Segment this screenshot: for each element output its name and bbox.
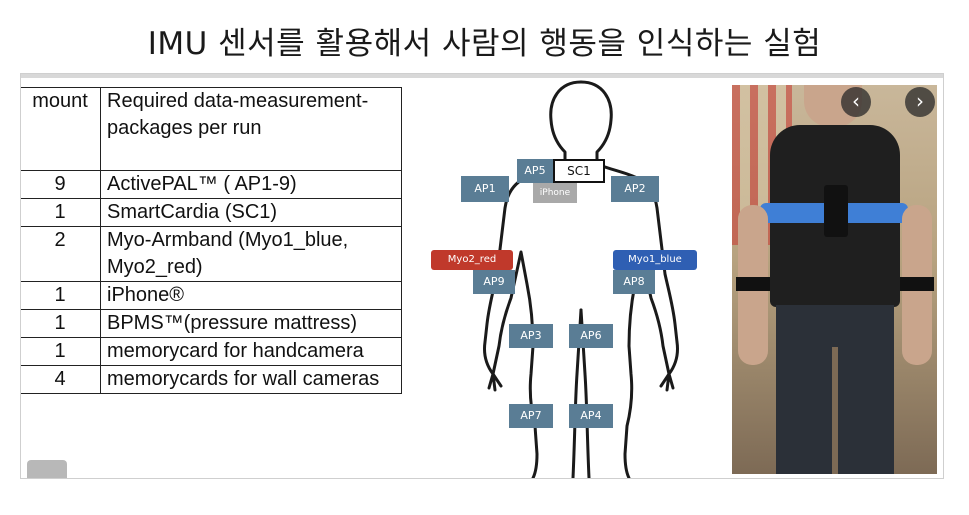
slide: mount Required data-measurement-packages… — [20, 73, 944, 479]
row-amount: 1 — [21, 198, 101, 227]
sensor-sc1-label: SC1 — [553, 159, 605, 183]
row-amount: 9 — [21, 170, 101, 199]
row-amount: 1 — [21, 281, 101, 310]
row-desc: memorycards for wall cameras — [100, 365, 402, 394]
sensor-ap9-label: AP9 — [473, 270, 515, 294]
table-row: 4 memorycards for wall cameras — [21, 365, 402, 394]
table-header-row: mount Required data-measurement-packages… — [21, 87, 402, 171]
header-amount: mount — [21, 87, 101, 171]
requirements-table: mount Required data-measurement-packages… — [21, 87, 402, 394]
slide-top-bar — [21, 74, 943, 78]
sensor-ap8-label: AP8 — [613, 270, 655, 294]
table-row: 1 iPhone® — [21, 281, 402, 310]
sensor-ap1-label: AP1 — [461, 176, 509, 202]
photo-left-armband — [736, 277, 770, 291]
row-amount: 1 — [21, 309, 101, 338]
photo-jeans-gap — [832, 347, 838, 474]
row-desc: BPMS™(pressure mattress) — [100, 309, 402, 338]
sensor-wearer-photo — [732, 85, 937, 474]
row-desc: iPhone® — [100, 281, 402, 310]
row-desc: SmartCardia (SC1) — [100, 198, 402, 227]
page-title: IMU 센서를 활용해서 사람의 행동을 인식하는 실험 — [147, 26, 822, 62]
header-desc: Required data-measurement-packages per r… — [100, 87, 402, 171]
sensor-ap7-label: AP7 — [509, 404, 553, 428]
row-desc: Myo-Armband (Myo1_blue, Myo2_red) — [100, 226, 402, 282]
next-slide-button[interactable]: › — [905, 87, 935, 117]
row-amount: 2 — [21, 226, 101, 282]
page-number-tab — [27, 460, 67, 478]
chevron-left-icon: ‹ — [852, 89, 860, 113]
row-desc: memorycard for handcamera — [100, 337, 402, 366]
photo-chest-device — [824, 185, 848, 237]
row-amount: 4 — [21, 365, 101, 394]
sensor-ap3-label: AP3 — [509, 324, 553, 348]
sensor-ap5-label: AP5 — [517, 159, 553, 183]
table-row: 1 SmartCardia (SC1) — [21, 198, 402, 227]
chevron-right-icon: › — [916, 89, 924, 113]
sensor-ap6-label: AP6 — [569, 324, 613, 348]
row-amount: 1 — [21, 337, 101, 366]
sensor-myo1-label: Myo1_blue — [613, 250, 697, 270]
body-outline-diagram — [483, 80, 679, 478]
sensor-ap4-label: AP4 — [569, 404, 613, 428]
row-desc: ActivePAL™ ( AP1-9) — [100, 170, 402, 199]
table-row: 2 Myo-Armband (Myo1_blue, Myo2_red) — [21, 226, 402, 282]
table-row: 1 BPMS™(pressure mattress) — [21, 309, 402, 338]
prev-slide-button[interactable]: ‹ — [841, 87, 871, 117]
sensor-ap2-label: AP2 — [611, 176, 659, 202]
table-row: 1 memorycard for handcamera — [21, 337, 402, 366]
sensor-iphone-label: iPhone — [533, 183, 577, 203]
table-row: 9 ActivePAL™ ( AP1-9) — [21, 170, 402, 199]
sensor-myo2-label: Myo2_red — [431, 250, 513, 270]
photo-right-armband — [900, 277, 934, 291]
